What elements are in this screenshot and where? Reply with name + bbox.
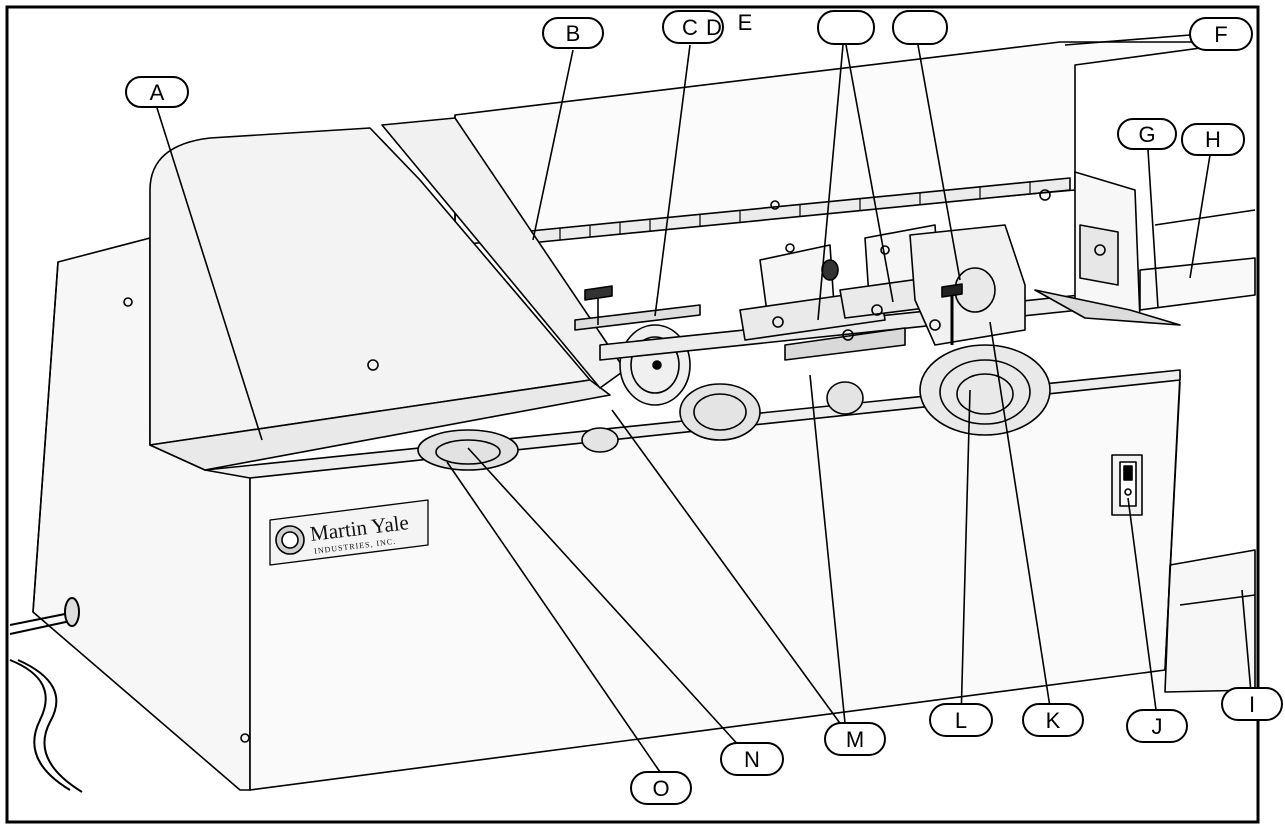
callout-B-bubble bbox=[542, 17, 604, 49]
power-cord bbox=[9, 597, 83, 793]
leader-O bbox=[446, 461, 661, 773]
callout-M-bubble bbox=[824, 722, 886, 756]
callout-K-bubble bbox=[1022, 703, 1084, 737]
callout-N: N bbox=[744, 747, 760, 772]
leader-blank1-a bbox=[817, 44, 844, 321]
leader-N bbox=[467, 447, 753, 761]
callout-H-bubble bbox=[1181, 123, 1245, 156]
hinge-screw bbox=[770, 200, 780, 210]
callout-blank2-bubble bbox=[892, 10, 948, 45]
stacker-base bbox=[1164, 549, 1256, 693]
leader-J bbox=[1127, 497, 1159, 726]
callout-M: M bbox=[846, 727, 864, 752]
leader-H bbox=[1189, 154, 1211, 279]
callout-L: L bbox=[955, 708, 967, 733]
callout-C-bubble bbox=[662, 10, 724, 44]
callout-K: K bbox=[1046, 708, 1061, 733]
housing-screw bbox=[240, 733, 250, 743]
brand-logo: Martin Yale INDUSTRIES, INC. bbox=[309, 510, 410, 556]
leader-B bbox=[532, 49, 574, 241]
hinge-knuckles bbox=[559, 181, 1031, 240]
callout-E: E bbox=[738, 10, 753, 35]
output-guide bbox=[1034, 171, 1256, 326]
hinge-screw bbox=[1039, 189, 1051, 201]
brand-plate bbox=[269, 499, 429, 566]
delivery-assembly bbox=[909, 224, 1026, 346]
diagram-border bbox=[5, 5, 1260, 824]
callout-G: G bbox=[1138, 122, 1155, 147]
leader-lines bbox=[156, 34, 1253, 773]
leader-M-a bbox=[809, 374, 846, 724]
leader-K bbox=[989, 321, 1053, 721]
leader-C bbox=[654, 44, 691, 317]
callout-F-bubble bbox=[1189, 17, 1253, 51]
callouts bbox=[125, 10, 1283, 805]
callout-O-bubble bbox=[630, 771, 692, 805]
callout-G-bubble bbox=[1117, 118, 1177, 150]
callout-B: B bbox=[566, 21, 581, 46]
leader-L bbox=[960, 389, 971, 721]
leader-A bbox=[156, 107, 263, 441]
callout-I-bubble bbox=[1221, 687, 1283, 721]
callout-F: F bbox=[1214, 22, 1227, 47]
callout-labels: A B C D E F G H I J K L M N O bbox=[150, 10, 1255, 801]
power-switch bbox=[1111, 454, 1143, 516]
callout-J: J bbox=[1152, 714, 1163, 739]
machine-illustration bbox=[9, 41, 1256, 793]
leader-G bbox=[1147, 149, 1159, 309]
leader-blank2 bbox=[917, 44, 961, 281]
hopper-shelf bbox=[149, 379, 611, 471]
callout-C: C bbox=[682, 15, 698, 40]
leader-M-b bbox=[611, 409, 843, 727]
callout-J-bubble bbox=[1126, 709, 1188, 743]
feed-shaft bbox=[574, 304, 701, 331]
feed-hopper bbox=[149, 127, 591, 446]
inner-rollers bbox=[417, 344, 1051, 471]
callout-H: H bbox=[1205, 127, 1221, 152]
callout-N-bubble bbox=[720, 742, 784, 776]
housing-edge bbox=[32, 261, 59, 613]
housing-screw bbox=[123, 297, 133, 307]
callout-I: I bbox=[1249, 692, 1255, 717]
callout-A-bubble bbox=[125, 76, 189, 108]
leader-I bbox=[1241, 589, 1253, 705]
callout-D: D bbox=[706, 15, 722, 40]
thumb-screw bbox=[584, 285, 613, 301]
stacker-edge bbox=[1164, 381, 1181, 671]
leader-F bbox=[1064, 34, 1191, 46]
callout-L-bubble bbox=[929, 703, 993, 737]
hopper-screw bbox=[367, 359, 379, 371]
callout-A: A bbox=[150, 80, 165, 105]
leader-blank1-b bbox=[845, 44, 894, 303]
callout-O: O bbox=[652, 776, 669, 801]
callout-blank1-bubble bbox=[817, 10, 875, 45]
